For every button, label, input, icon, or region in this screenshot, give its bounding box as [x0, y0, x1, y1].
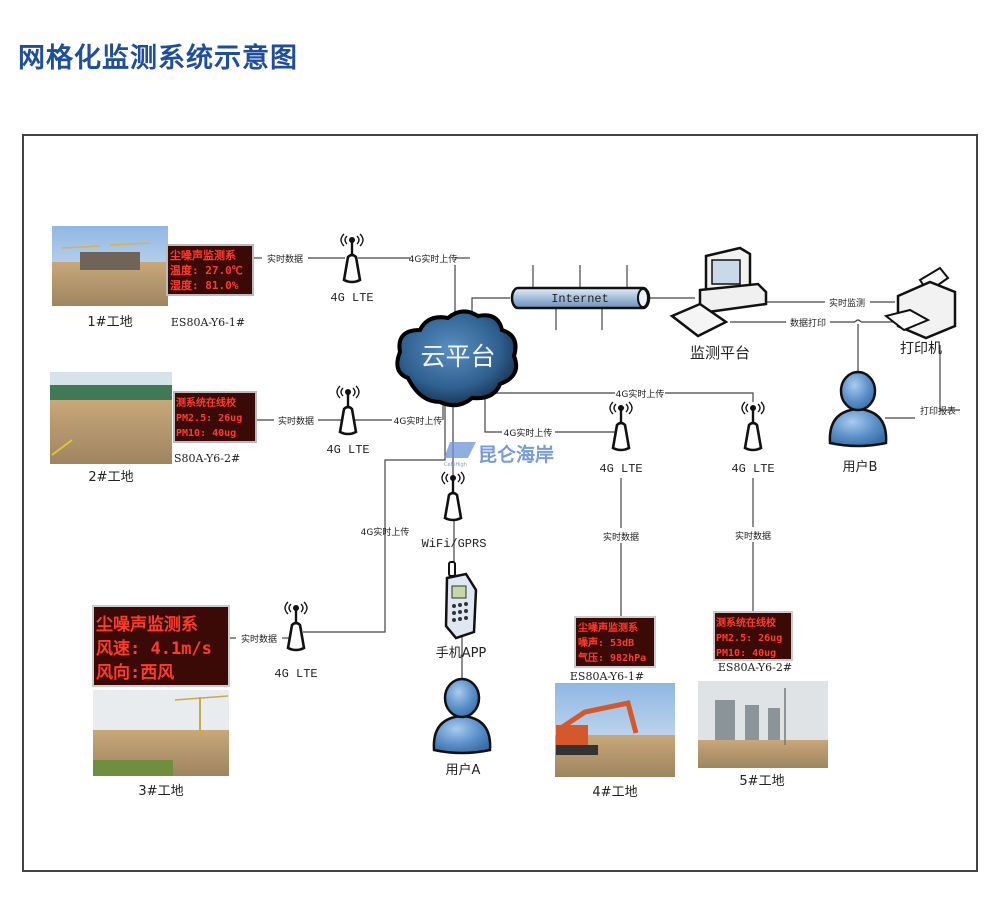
led-display: 尘噪声监测系 风速: 4.1m/s 风向:西风: [92, 605, 230, 687]
watermark-text: 昆仑海岸: [478, 443, 554, 466]
link-label-site4-local: 实时数据: [603, 531, 639, 543]
link-label-data-print: 数据打印: [790, 317, 826, 329]
user-a: 用户A: [432, 677, 492, 778]
link-label-site1-cloud: 4G实时上传: [409, 253, 458, 265]
link-label-site1-local: 实时数据: [267, 253, 303, 265]
svg-text:湿度: 81.0%: 湿度: 81.0%: [170, 278, 239, 292]
antenna-label: 4G LTE: [330, 291, 373, 305]
site-label: 1#工地: [87, 315, 132, 330]
antenna-label: 4G LTE: [274, 667, 317, 681]
site-4: 4G LTE 尘噪声监测系 噪声: 53dB 气压: 982hPa ES80A-…: [555, 400, 675, 800]
internet-bus: Internet: [510, 286, 651, 310]
page-title: 网格化监测系统示意图: [18, 43, 298, 74]
svg-text:温度: 27.0℃: 温度: 27.0℃: [170, 263, 243, 277]
wifi-gprs: WiFi/GPRS: [422, 470, 487, 551]
monitor-platform: 监测平台: [669, 246, 768, 362]
link-label-site5-local: 实时数据: [735, 530, 771, 542]
cloud-platform: 云平台: [395, 309, 519, 408]
svg-text:噪声: 53dB: 噪声: 53dB: [578, 636, 634, 649]
mobile-app-label: 手机APP: [436, 646, 487, 661]
svg-text:尘噪声监测系: 尘噪声监测系: [170, 248, 236, 262]
site-3: 尘噪声监测系 风速: 4.1m/s 风向:西风 3#工地 4G LTE: [92, 600, 318, 799]
wifi-gprs-label: WiFi/GPRS: [422, 537, 487, 551]
link-label-print-report: 打印报表: [920, 405, 956, 417]
led-display: 测系统在线校 PM2.5: 26ug PM10: 40ug: [173, 391, 257, 443]
link-label-site2-cloud: 4G实时上传: [394, 415, 443, 427]
device-id: S80A-Y6-2#: [174, 452, 240, 465]
svg-text:尘噪声监测系: 尘噪声监测系: [578, 621, 638, 634]
svg-text:气压: 982hPa: 气压: 982hPa: [577, 651, 646, 664]
device-id: ES80A-Y6-1#: [171, 316, 245, 329]
svg-text:PM10: 40ug: PM10: 40ug: [176, 428, 236, 439]
monitor-platform-label: 监测平台: [690, 344, 750, 362]
watermark: 昆仑海岸 CeBiHigh: [444, 442, 554, 468]
led-display: 尘噪声监测系 噪声: 53dB 气压: 982hPa: [574, 616, 656, 668]
link-label-site4-cloud: 4G实时上传: [504, 427, 553, 439]
printer: 打印机: [883, 266, 957, 357]
antenna-icon: [608, 400, 634, 452]
antenna-label: 4G LTE: [599, 462, 642, 476]
diagram-frame: [22, 134, 978, 872]
cloud-label: 云平台: [420, 342, 495, 371]
antenna-icon: [283, 600, 309, 652]
site-label: 4#工地: [592, 785, 637, 800]
desktop-computer-icon: [669, 246, 768, 338]
svg-text:风速: 4.1m/s: 风速: 4.1m/s: [96, 638, 212, 659]
svg-text:PM10: 40ug: PM10: 40ug: [716, 648, 776, 659]
svg-text:尘噪声监测系: 尘噪声监测系: [96, 614, 198, 635]
link-labels: 实时数据 4G实时上传 实时数据 4G实时上传 实时数据 4G实时上传 4G实时…: [241, 253, 956, 645]
site-1: 尘噪声监测系 温度: 27.0℃ 湿度: 81.0% 1#工地 ES80A-Y6…: [52, 226, 374, 330]
svg-text:测系统在线校: 测系统在线校: [176, 396, 237, 409]
device-id: ES80A-Y6-2#: [718, 661, 792, 674]
site-2: 测系统在线校 PM2.5: 26ug PM10: 40ug S80A-Y6-2#…: [50, 372, 370, 485]
link-label-site3-cloud: 4G实时上传: [361, 526, 410, 538]
cloud-icon: [395, 309, 519, 408]
site-photo: [555, 683, 675, 777]
antenna-label: 4G LTE: [731, 462, 774, 476]
mobile-phone-icon: [444, 561, 478, 640]
led-display: 尘噪声监测系 温度: 27.0℃ 湿度: 81.0%: [166, 244, 254, 296]
site-photo: [52, 226, 168, 306]
logo-icon: [444, 442, 476, 458]
user-icon: [432, 677, 492, 755]
watermark-subtext: CeBiHigh: [444, 462, 467, 468]
link-label-site2-local: 实时数据: [278, 415, 314, 427]
device-id: ES80A-Y6-1#: [570, 670, 644, 683]
user-b-label: 用户B: [843, 459, 878, 475]
site-photo: [93, 690, 229, 776]
svg-text:测系统在线校: 测系统在线校: [716, 616, 777, 629]
site-label: 2#工地: [88, 470, 133, 485]
led-display: 测系统在线校 PM2.5: 26ug PM10: 40ug: [713, 611, 793, 661]
site-photo: [698, 681, 828, 768]
printer-label: 打印机: [900, 340, 942, 357]
antenna-label: 4G LTE: [326, 443, 369, 457]
svg-text:风向:西风: 风向:西风: [96, 662, 174, 683]
link-label-site5-cloud: 4G实时上传: [616, 388, 665, 400]
user-a-label: 用户A: [446, 762, 481, 778]
site-5: 4G LTE 测系统在线校 PM2.5: 26ug PM10: 40ug ES8…: [698, 400, 828, 789]
site-label: 3#工地: [138, 784, 183, 799]
site-label: 5#工地: [739, 774, 784, 789]
antenna-icon: [335, 384, 361, 436]
user-icon: [828, 370, 888, 448]
svg-text:PM2.5: 26ug: PM2.5: 26ug: [716, 633, 782, 644]
antenna-icon: [440, 470, 466, 522]
link-label-site3-local: 实时数据: [241, 633, 277, 645]
site-photo: [50, 372, 172, 464]
user-b: 用户B: [828, 370, 888, 475]
link-label-realtime-monitor: 实时监测: [829, 297, 865, 309]
printer-icon: [883, 266, 957, 340]
svg-text:PM2.5: 26ug: PM2.5: 26ug: [176, 413, 242, 424]
mobile-app: 手机APP: [436, 561, 487, 661]
internet-label: Internet: [551, 292, 609, 306]
connection-lines: [230, 257, 960, 680]
antenna-icon: [740, 400, 766, 452]
